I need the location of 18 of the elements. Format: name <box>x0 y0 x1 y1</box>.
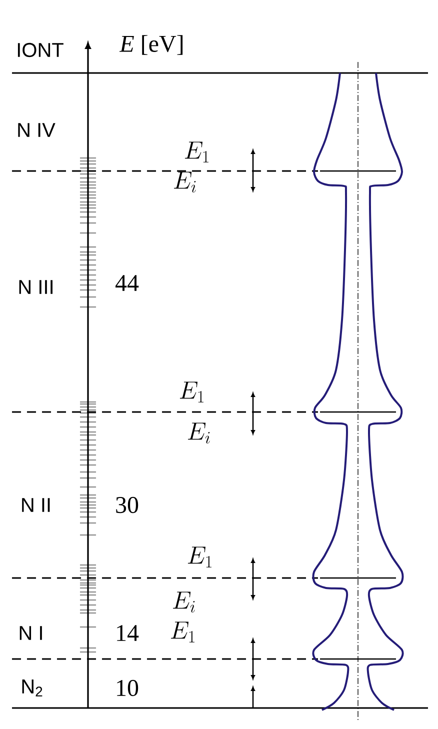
energy-symbol: $E_1$ <box>184 142 208 162</box>
level-label: IONT <box>18 42 64 58</box>
energy-symbol: $E_i$ <box>173 592 195 613</box>
level-label: N I <box>20 626 42 640</box>
axis-label: E [eV] <box>119 35 183 55</box>
level-label: N IV <box>18 123 56 137</box>
energy-value: 10 <box>117 680 138 696</box>
energy-symbol: $E_i$ <box>174 172 196 193</box>
energy-value: 30 <box>116 496 138 514</box>
energy-value: 44 <box>115 275 139 291</box>
energy-symbol: $E_1$ <box>170 622 194 642</box>
energy-symbol: $E_1$ <box>188 546 212 568</box>
level-label: N III <box>19 280 52 294</box>
level-label: N$_{2}$ <box>22 680 42 696</box>
energy-symbol: $E_i$ <box>188 422 210 444</box>
level-label: N II <box>22 498 50 512</box>
energy-value: 14 <box>117 625 139 641</box>
energy-symbol: $E_1$ <box>180 382 204 402</box>
